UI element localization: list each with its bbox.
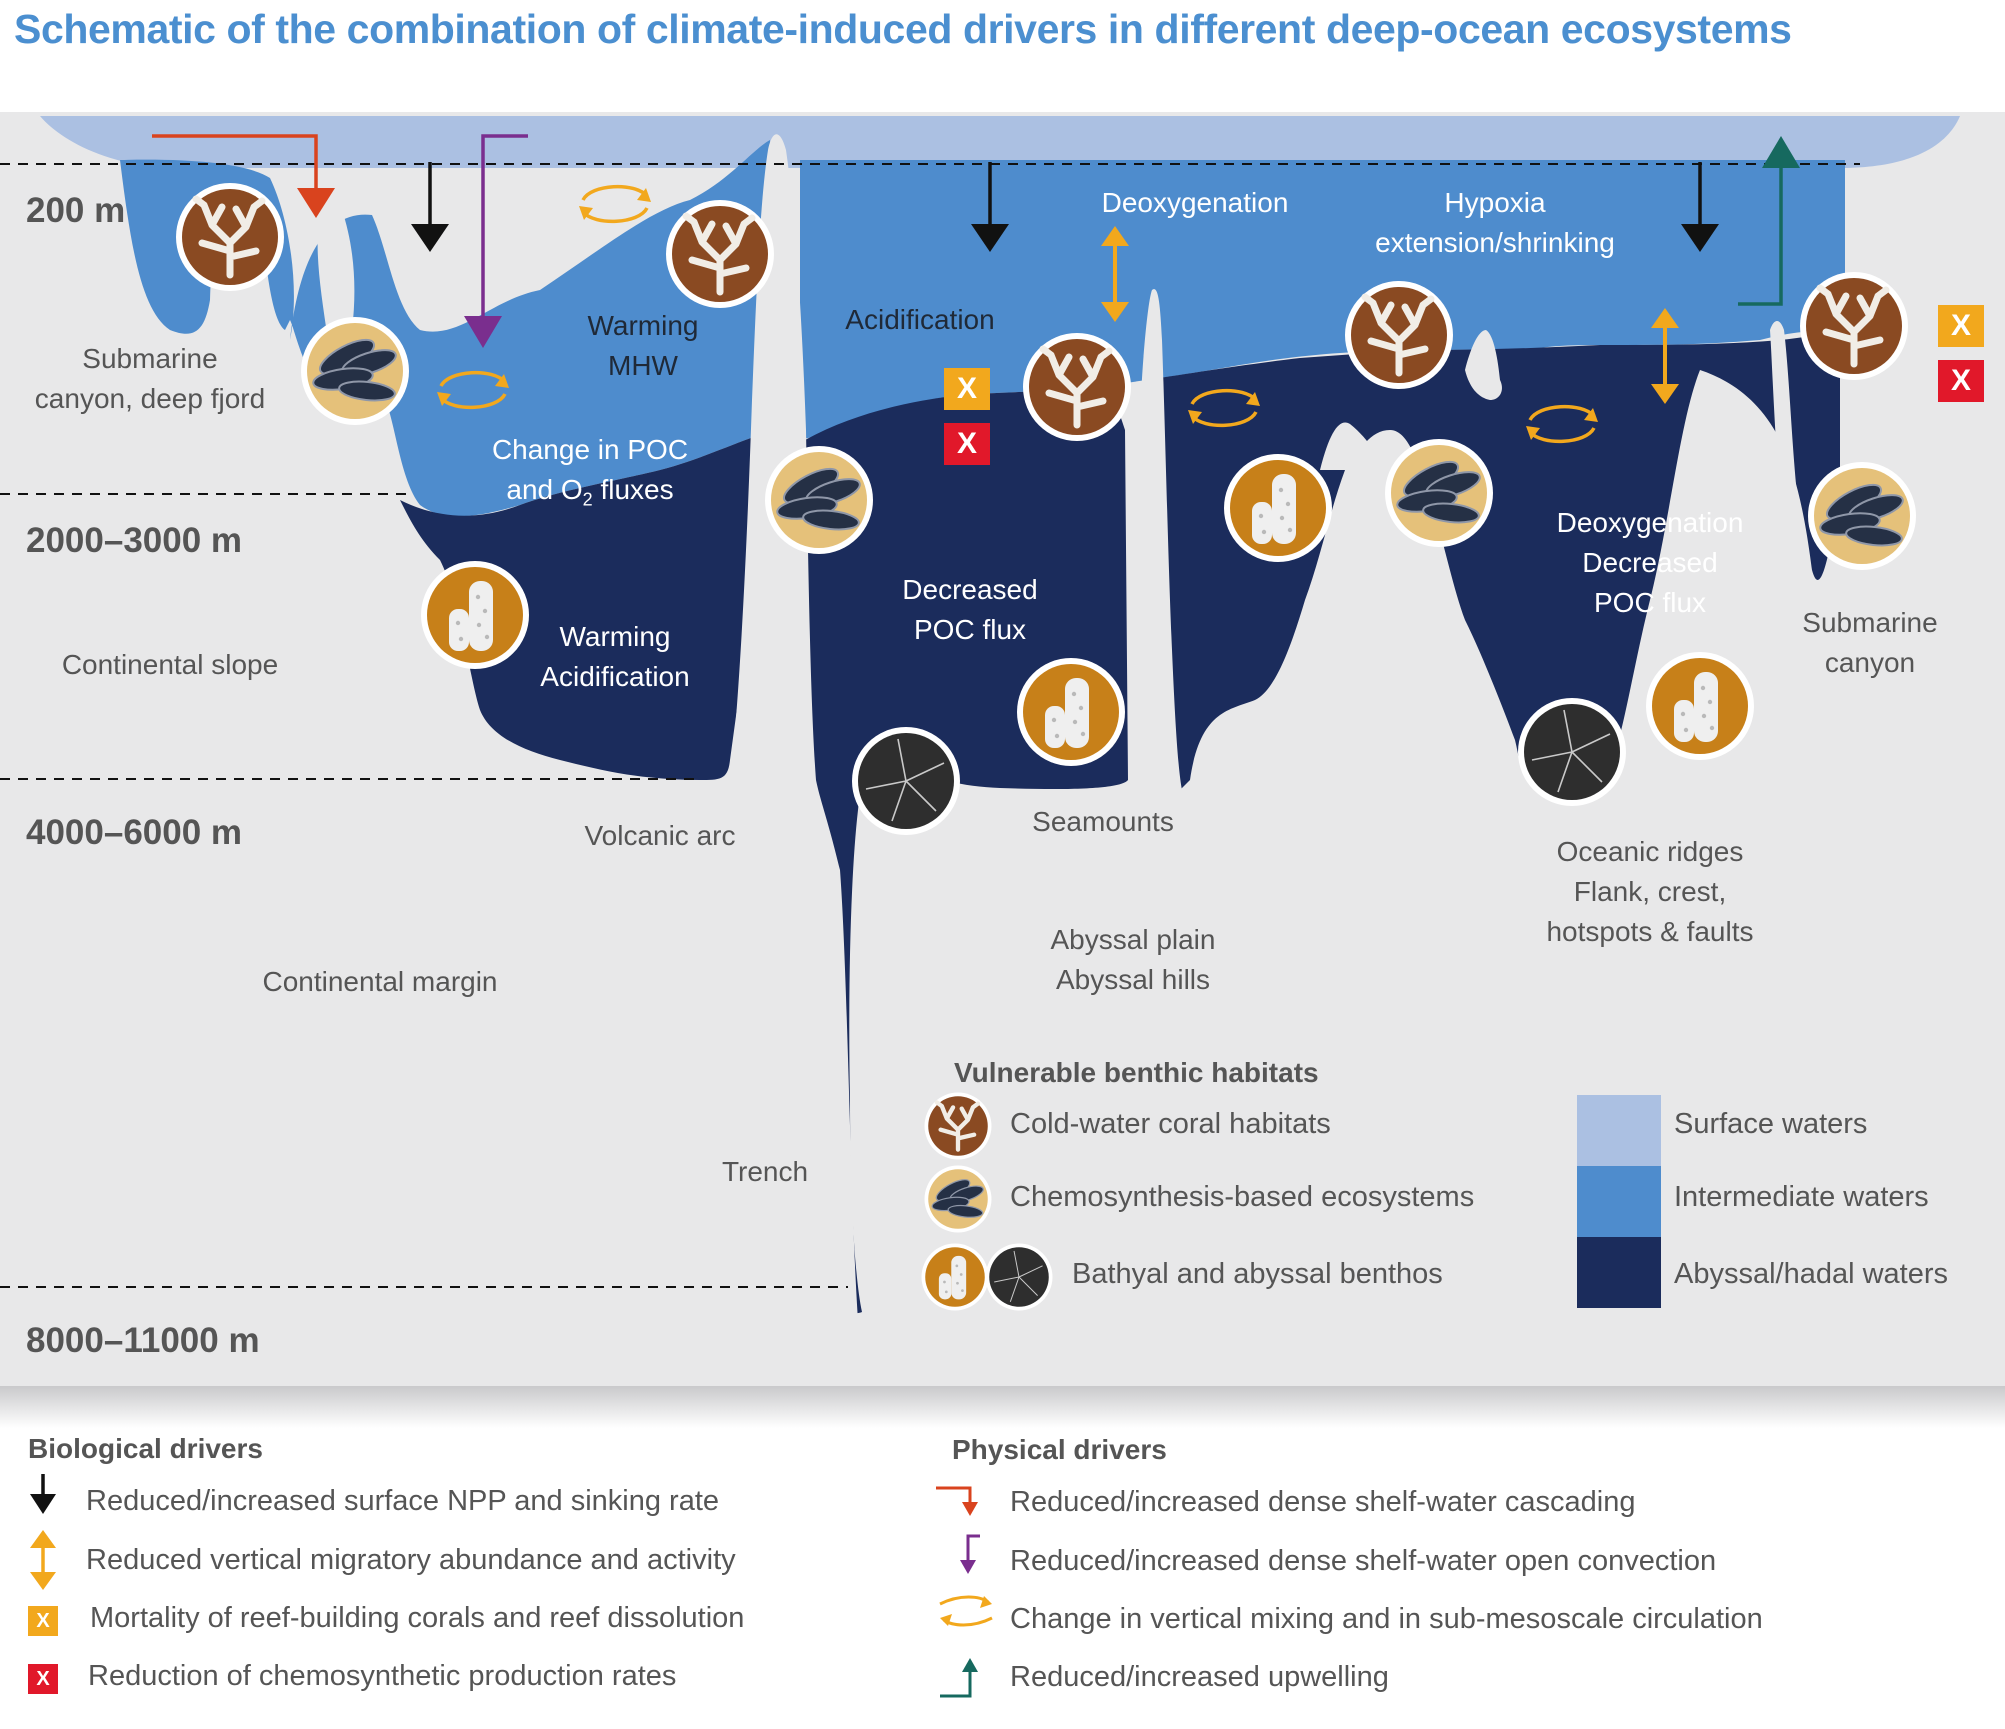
depth-label-2000: 2000–3000 m — [26, 521, 243, 560]
legend-mixing-icon — [939, 1595, 993, 1627]
surface-waters — [40, 116, 1960, 168]
label-and-o: and O — [506, 474, 583, 505]
chemosynthesis-mussel-icon — [764, 445, 874, 555]
ridge-right-1 — [1465, 330, 1502, 400]
surface-waters-swatch — [1577, 1095, 1661, 1166]
legend-coral-icon — [925, 1093, 992, 1160]
depth-label-200: 200 m — [26, 191, 126, 230]
phys-cascading-label: Reduced/increased dense shelf-water casc… — [1010, 1486, 1636, 1518]
benthos-sponge-icon — [1224, 454, 1332, 562]
bio-npp-label: Reduced/increased surface NPP and sinkin… — [86, 1485, 720, 1517]
legend-mussel-icon — [923, 1164, 993, 1234]
cold-water-coral-icon — [176, 183, 284, 291]
label-decreased-poc: Decreased POC flux — [902, 574, 1038, 645]
label-o2-subscript: 2 — [582, 489, 593, 510]
upwelling-arrow-icon — [1738, 136, 1800, 306]
label-volcanic-arc: Volcanic arc — [584, 820, 736, 851]
abyssal-waters-swatch — [1577, 1237, 1661, 1308]
cold-water-coral-icon — [1345, 281, 1453, 389]
label-continental-slope: Continental slope — [61, 649, 279, 680]
label-warming-acidification: Warming Acidification — [540, 621, 690, 692]
label-submarine-canyon: Submarine canyon — [1802, 607, 1938, 678]
label-submarine-canyon-fjord: Submarine canyon, deep fjord — [34, 343, 266, 414]
label-trench: Trench — [721, 1156, 809, 1187]
label-hypoxia: Hypoxia extension/shrinking — [1375, 187, 1615, 258]
coral-mortality-badge: X — [944, 368, 990, 410]
page-title: Schematic of the combination of climate-… — [14, 6, 1792, 52]
intermediate-waters-swatch — [1577, 1166, 1661, 1237]
abyssal-waters-right — [1145, 330, 1840, 797]
benthos-urchin-icon — [851, 726, 961, 836]
ridge-right-2 — [1770, 321, 1805, 580]
label-oceanic-ridges: Oceanic ridges Flank, crest, hotspots & … — [1546, 836, 1754, 947]
biological-drivers-title: Biological drivers — [28, 1433, 263, 1464]
bio-chemo-reduction-label: Reduction of chemosynthetic production r… — [88, 1660, 677, 1692]
habitat-legend-coral: Cold-water coral habitats — [1010, 1108, 1331, 1140]
chemo-reduction-badge: X — [1938, 360, 1984, 402]
legend-upwelling-icon — [940, 1658, 978, 1698]
label-acidification: Acidification — [845, 304, 995, 335]
cold-water-coral-icon — [1800, 272, 1908, 380]
bio-coral-mortality-label: Mortality of reef-building corals and re… — [90, 1602, 745, 1634]
benthos-sponge-icon — [1646, 652, 1754, 760]
phys-upwelling-label: Reduced/increased upwelling — [1010, 1661, 1389, 1693]
bio-vertical-migration-label: Reduced vertical migratory abundance and… — [86, 1544, 736, 1576]
depth-label-4000: 4000–6000 m — [26, 813, 243, 852]
phys-mixing-label: Change in vertical mixing and in sub-mes… — [1010, 1603, 1763, 1635]
cascading-arrow-icon — [152, 134, 335, 218]
legend-chemo-reduction-icon: X — [28, 1664, 58, 1694]
label-deoxygenation: Deoxygenation — [1101, 187, 1289, 218]
chemosynthesis-mussel-icon — [1384, 438, 1494, 548]
legend-convection-icon — [960, 1534, 980, 1574]
habitat-legend-chemo: Chemosynthesis-based ecosystems — [1010, 1181, 1475, 1213]
cold-water-coral-icon — [1023, 333, 1131, 441]
benthos-urchin-icon — [1517, 697, 1627, 807]
volcanic-arc-ridge — [730, 134, 858, 1320]
chemosynthesis-mussel-icon — [300, 316, 410, 426]
depth-label-8000: 8000–11000 m — [26, 1321, 260, 1360]
chemosynthesis-mussel-icon — [1807, 461, 1917, 571]
convection-arrow-icon — [464, 134, 528, 348]
legend-sponge-icon — [921, 1243, 989, 1311]
water-legend-surface: Surface waters — [1674, 1108, 1868, 1140]
physical-drivers-title: Physical drivers — [952, 1434, 1167, 1465]
label-seamounts: Seamounts — [1032, 806, 1174, 837]
label-change-poc: Change in POC — [491, 434, 689, 465]
legend-cascading-icon — [936, 1486, 978, 1516]
water-legend-intermediate: Intermediate waters — [1674, 1181, 1929, 1213]
cold-water-coral-icon — [666, 200, 774, 308]
abyssal-waters-left — [400, 430, 775, 780]
label-fluxes: fluxes — [592, 474, 674, 505]
legend-npp-arrow-icon — [30, 1474, 56, 1514]
benthos-sponge-icon — [421, 561, 529, 669]
abyssal-waters-centre — [805, 385, 1128, 1314]
fjord-sill — [317, 200, 355, 340]
legend-urchin-icon — [985, 1243, 1053, 1311]
label-change-poc-o2: Change in POC and O2 fluxes — [480, 430, 700, 520]
label-continental-margin: Continental margin — [262, 966, 498, 997]
seamount-ridge — [1130, 289, 1182, 790]
chemo-reduction-badge: X — [944, 423, 990, 465]
benthos-sponge-icon — [1017, 658, 1125, 766]
label-warming-mhw: Warming MHW — [587, 310, 699, 381]
legend-coral-mortality-icon: X — [28, 1606, 58, 1636]
label-deoxygenation-decreased-poc: Deoxygenation Decreased POC flux — [1556, 507, 1744, 618]
legend-vertical-migration-icon — [30, 1530, 56, 1590]
right-hill — [1320, 422, 1384, 470]
habitat-legend-title: Vulnerable benthic habitats — [954, 1057, 1319, 1088]
phys-convection-label: Reduced/increased dense shelf-water open… — [1010, 1545, 1717, 1577]
water-legend-abyssal: Abyssal/hadal waters — [1674, 1258, 1949, 1290]
coral-mortality-badge: X — [1938, 305, 1984, 347]
habitat-legend-benthos: Bathyal and abyssal benthos — [1072, 1258, 1443, 1290]
label-abyssal: Abyssal plain Abyssal hills — [1050, 924, 1216, 995]
